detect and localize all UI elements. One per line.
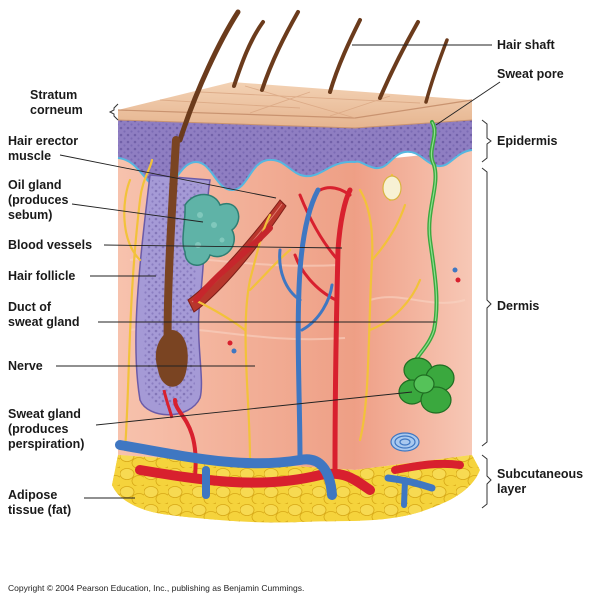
oil-gland (182, 193, 240, 266)
layer-brackets (108, 103, 492, 509)
label-dermis: Dermis (497, 299, 539, 313)
subcutaneous-bracket (481, 454, 492, 509)
dermis-side-region (355, 150, 472, 470)
label-blood-vessels: Blood vessels (8, 238, 92, 252)
label-sweat-gland: Sweat gland (produces perspiration) (8, 407, 84, 451)
epidermis-bracket (481, 119, 492, 163)
sweat-gland-coil (398, 357, 455, 414)
stratum-corneum-surface (118, 82, 472, 128)
hair-bulb (155, 330, 188, 387)
label-stratum-corneum: Stratum corneum (30, 88, 83, 117)
label-hair-shaft: Hair shaft (497, 38, 555, 52)
blood-vessels (115, 186, 464, 508)
artery-main (135, 465, 375, 495)
copyright-notice: Copyright © 2004 Pearson Education, Inc.… (8, 583, 304, 593)
sensory-receptor (382, 175, 402, 201)
label-nerve: Nerve (8, 359, 43, 373)
label-adipose-tissue: Adipose tissue (fat) (8, 488, 71, 517)
stratum-corneum-bracket (108, 103, 119, 121)
sweat-gland (398, 120, 455, 414)
label-oil-gland: Oil gland (produces sebum) (8, 178, 72, 222)
leader-lines (56, 44, 501, 499)
vein-main (115, 440, 337, 500)
label-hair-erector-muscle: Hair erector muscle (8, 134, 82, 163)
label-duct-of-sweat-gland: Duct of sweat gland (8, 300, 80, 329)
label-sweat-pore: Sweat pore (497, 67, 564, 81)
label-hair-follicle: Hair follicle (8, 269, 75, 283)
label-epidermis: Epidermis (497, 134, 557, 148)
hair-shafts (177, 9, 449, 143)
label-subcutaneous-layer: Subcutaneous layer (497, 467, 587, 496)
pressure-receptor (390, 432, 420, 452)
hair-shaft-main (177, 9, 241, 143)
dermis-bracket (481, 167, 492, 447)
